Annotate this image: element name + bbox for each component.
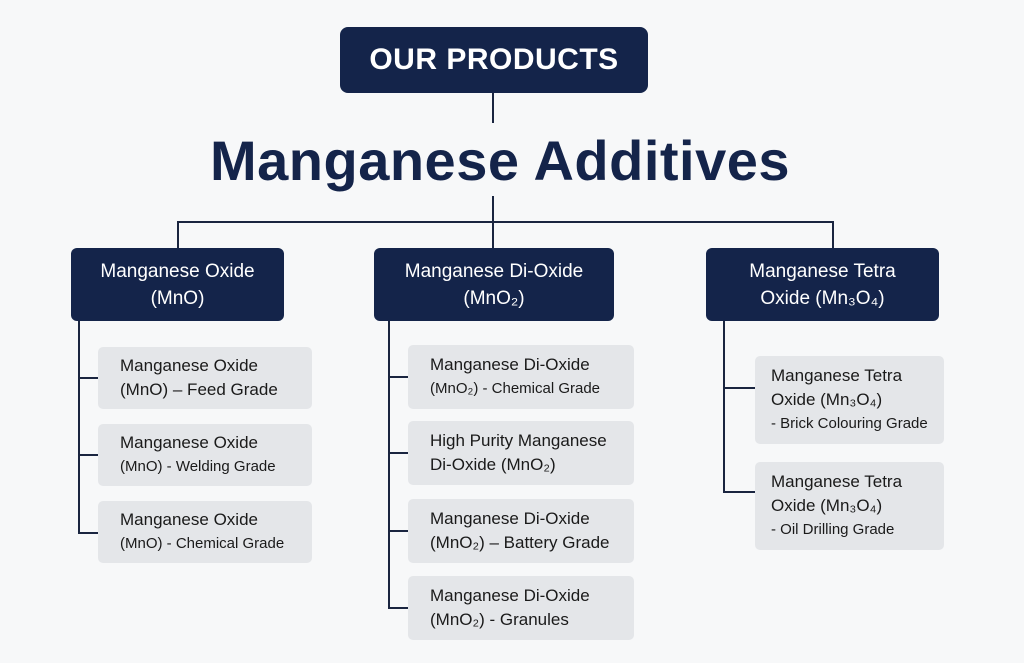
tree-branch	[388, 530, 408, 532]
tree-line-col2	[388, 321, 390, 609]
connector-title-to-heading	[492, 93, 494, 123]
product-item: Manganese Oxide (MnO) - Welding Grade	[98, 424, 312, 486]
product-line-1: High Purity Manganese	[430, 431, 607, 450]
tree-branch	[388, 607, 408, 609]
category-manganese-oxide: Manganese Oxide (MnO)	[71, 248, 284, 321]
product-line-3: - Brick Colouring Grade	[771, 415, 928, 432]
product-item: Manganese Di-Oxide (MnO₂) - Granules	[408, 576, 634, 640]
product-line-2: Oxide (Mn₃O₄)	[771, 390, 883, 409]
product-item: Manganese Di-Oxide (MnO₂) - Chemical Gra…	[408, 345, 634, 409]
product-line-1: Manganese Oxide	[120, 356, 258, 375]
product-line-2: (MnO) - Welding Grade	[120, 458, 276, 475]
product-line-1: Manganese Tetra	[771, 472, 903, 491]
product-line-2: Oxide (Mn₃O₄)	[771, 496, 883, 515]
tree-branch	[723, 491, 755, 493]
tree-branch	[78, 377, 98, 379]
product-item: Manganese Tetra Oxide (Mn₃O₄) - Oil Dril…	[755, 462, 944, 550]
category-name: Manganese Di-Oxide	[404, 260, 584, 282]
tree-branch	[78, 454, 98, 456]
tree-branch	[388, 452, 408, 454]
tree-branch	[388, 376, 408, 378]
tree-line-col3	[723, 321, 725, 493]
our-products-badge: OUR PRODUCTS	[340, 27, 648, 93]
tree-branch	[78, 532, 98, 534]
connector-bus-to-cat1	[177, 221, 179, 248]
category-name: Manganese Oxide	[100, 260, 255, 282]
tree-line-col1	[78, 321, 80, 534]
product-line-2: (MnO) - Chemical Grade	[120, 535, 285, 552]
category-formula: (MnO)	[150, 287, 205, 309]
product-line-1: Manganese Di-Oxide	[430, 586, 590, 605]
product-line-2: Di-Oxide (MnO₂)	[430, 455, 556, 474]
product-item: Manganese Di-Oxide (MnO₂) – Battery Grad…	[408, 499, 634, 563]
product-line-3: - Oil Drilling Grade	[771, 521, 895, 538]
connector-horizontal-bus	[177, 221, 834, 223]
product-line-2: (MnO₂) - Chemical Grade	[430, 380, 601, 397]
category-manganese-di-oxide: Manganese Di-Oxide (MnO₂)	[374, 248, 614, 321]
product-line-2: (MnO) – Feed Grade	[120, 380, 278, 399]
category-formula: Oxide (Mn₃O₄)	[760, 287, 885, 309]
our-products-label: OUR PRODUCTS	[369, 43, 619, 76]
tree-branch	[723, 387, 755, 389]
category-manganese-tetra-oxide: Manganese Tetra Oxide (Mn₃O₄)	[706, 248, 939, 321]
connector-heading-to-bus	[492, 196, 494, 222]
product-line-2: (MnO₂) – Battery Grade	[430, 533, 610, 552]
product-line-2: (MnO₂) - Granules	[430, 610, 569, 629]
connector-bus-to-cat3	[832, 221, 834, 248]
product-item: Manganese Oxide (MnO) - Chemical Grade	[98, 501, 312, 563]
product-line-1: Manganese Oxide	[120, 433, 258, 452]
product-item: High Purity Manganese Di-Oxide (MnO₂)	[408, 421, 634, 485]
product-line-1: Manganese Oxide	[120, 510, 258, 529]
connector-bus-to-cat2	[492, 221, 494, 248]
product-item: Manganese Oxide (MnO) – Feed Grade	[98, 347, 312, 409]
product-line-1: Manganese Di-Oxide	[430, 509, 590, 528]
category-name: Manganese Tetra	[749, 260, 896, 282]
product-line-1: Manganese Tetra	[771, 366, 903, 385]
category-formula: (MnO₂)	[463, 287, 525, 309]
product-item: Manganese Tetra Oxide (Mn₃O₄) - Brick Co…	[755, 356, 944, 444]
product-line-1: Manganese Di-Oxide	[430, 355, 590, 374]
page-title: Manganese Additives	[209, 129, 791, 192]
